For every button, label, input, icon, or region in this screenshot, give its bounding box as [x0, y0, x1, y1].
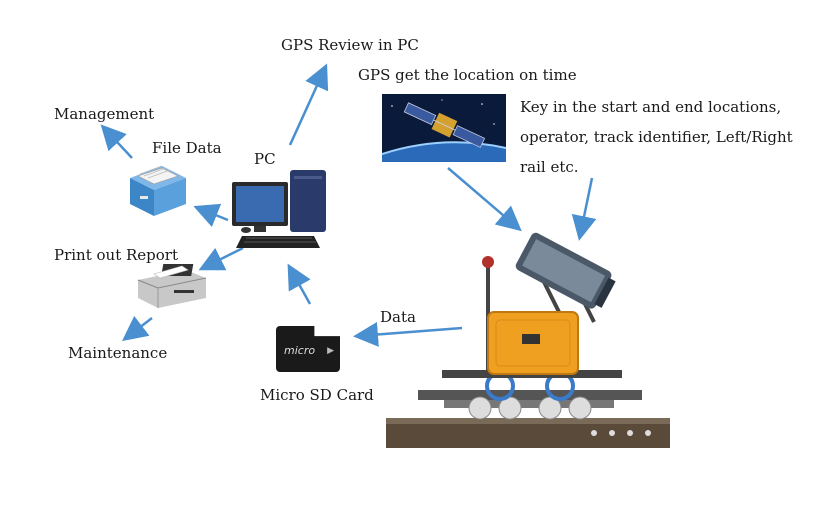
data-label: Data: [380, 308, 416, 326]
arrow-pc-to-printer: [198, 246, 244, 271]
file-cabinet-icon: [130, 165, 186, 216]
arrow-pc-to-filedata: [193, 203, 229, 228]
gps-review-label: GPS Review in PC: [281, 36, 419, 54]
track-trolley-image: [386, 232, 670, 448]
management-label: Management: [54, 105, 155, 123]
arrow-sd-to-pc: [287, 263, 312, 305]
file-data-label: File Data: [152, 139, 222, 157]
satellite-image: [382, 94, 506, 162]
arrow-printer-to-maintenance: [122, 315, 153, 342]
triangle-mark-icon: ▶: [327, 346, 334, 356]
key-in-note: Key in the start and end locations, oper…: [520, 98, 793, 176]
pc-label: PC: [254, 150, 276, 168]
micro-sd-label: Micro SD Card: [260, 386, 374, 404]
arrow-trolley-to-sd: [353, 322, 463, 347]
arrow-satellite-to-trolley: [447, 167, 522, 232]
arrow-note-to-trolley: [571, 177, 597, 241]
micro-sd-logo: micro: [284, 344, 316, 357]
maintenance-label: Maintenance: [68, 344, 168, 362]
gps-location-label: GPS get the location on time: [358, 66, 577, 84]
arrow-filedata-to-management: [100, 124, 133, 159]
printer-icon: [137, 264, 207, 308]
pc-icon: [232, 170, 326, 248]
arrow-pc-to-gps-review: [288, 63, 329, 146]
print-report-label: Print out Report: [54, 246, 179, 264]
